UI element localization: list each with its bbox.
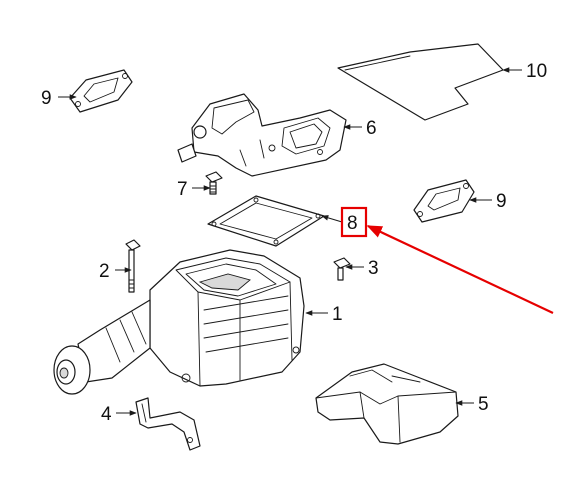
part-10-cover-plate — [337, 43, 504, 121]
part-2-stud-bolt — [125, 239, 141, 293]
part-5-cover — [315, 363, 459, 445]
callout-8: 8 — [347, 213, 358, 234]
callout-7: 7 — [177, 179, 188, 200]
part-1-supercharger — [53, 249, 305, 395]
callout-9-right: 9 — [496, 191, 507, 212]
part-6-intake-manifold — [177, 93, 347, 177]
callout-labels: 10 9 6 7 8 9 2 3 1 4 5 — [41, 61, 547, 425]
callout-4: 4 — [101, 404, 112, 425]
callout-9-left: 9 — [41, 88, 52, 109]
part-9-gasket-right — [413, 179, 475, 223]
part-9-gasket-left — [69, 69, 133, 113]
part-8-gasket — [207, 195, 325, 247]
part-7-bolt — [205, 171, 223, 195]
callout-2: 2 — [99, 261, 110, 282]
leader-lines — [58, 67, 522, 416]
callout-5: 5 — [478, 394, 489, 415]
leader-8 — [321, 215, 343, 223]
part-4-bracket — [135, 397, 201, 451]
callout-10: 10 — [526, 61, 547, 82]
callout-1: 1 — [332, 304, 343, 325]
highlight-pointer-arrow — [366, 225, 554, 314]
part-3-bolt — [333, 257, 351, 281]
callout-3: 3 — [368, 258, 379, 279]
callout-8-highlight-box — [340, 206, 368, 238]
callout-6: 6 — [366, 118, 377, 139]
